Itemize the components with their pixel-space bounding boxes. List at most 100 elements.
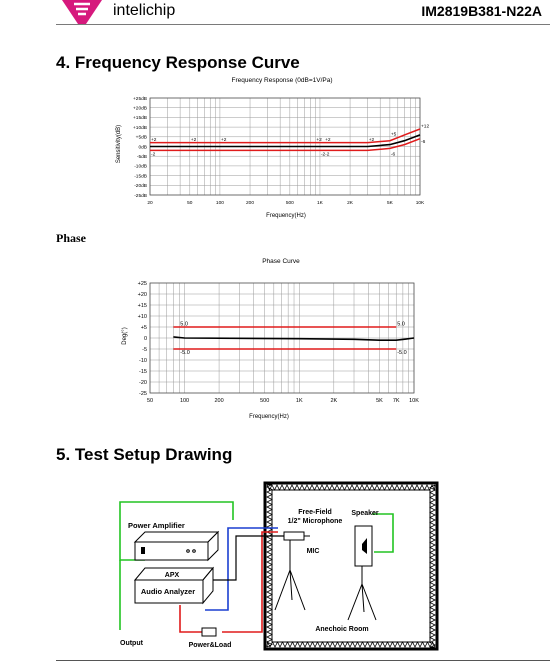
anechoic-room [263, 481, 439, 651]
x-axis-label: Frequency(Hz) [266, 213, 306, 219]
x-tick-label: 5K [387, 200, 394, 206]
y-tick-labels: +25+20+15+10+50-5-10-15-20-25 [138, 281, 147, 397]
x-tick-label: 100 [180, 398, 189, 404]
frequency-response-chart: Frequency Response (0dB=1V/Pa) +2+2+2+2+… [116, 77, 429, 219]
y-tick-label: +15dB [133, 115, 147, 121]
y-tick-label: +5 [141, 325, 147, 331]
series-line-2 [150, 134, 421, 148]
connection-wires [119, 501, 394, 633]
y-tick-label: +5dB [136, 135, 147, 141]
series-line-2 [173, 336, 415, 341]
y-tick-label: -15 [139, 369, 147, 375]
document-number: IM2819B381-N22A [421, 3, 542, 19]
output-label: Output [120, 640, 144, 647]
x-tick-label: 200 [214, 398, 223, 404]
x-tick-label: 2K [347, 200, 354, 206]
y-tick-label: +10dB [133, 125, 147, 131]
y-tick-label: 0 [144, 336, 147, 342]
y-axis-label: Deg(°) [122, 327, 128, 344]
black-wire-mic [202, 535, 285, 581]
x-tick-label: 7K [393, 398, 400, 404]
x-tick-label: 2K [330, 398, 337, 404]
header-divider [56, 24, 550, 25]
x-tick-label: 50 [187, 200, 193, 206]
microphone-label: 1/2" Microphone [288, 518, 343, 525]
data-annotation: +2 [151, 137, 157, 143]
x-tick-label: 1K [296, 398, 303, 404]
x-tick-label: 10K [409, 398, 419, 404]
series-line-0 [150, 128, 421, 144]
power-amplifier-label: Power Amplifier [128, 521, 185, 530]
series-line-1 [150, 137, 421, 152]
x-tick-labels: 20 50 100 200 500 1K 2K 5K 10K [147, 200, 425, 206]
x-tick-label: 200 [246, 200, 254, 206]
y-tick-label: +25dB [133, 96, 147, 102]
data-annotation: -6 [391, 151, 396, 157]
brand-logo [62, 0, 102, 24]
data-annotation: +12 [421, 124, 429, 130]
y-tick-label: -15dB [134, 173, 147, 179]
data-annotation: -2 [321, 151, 326, 157]
x-axis-label: Frequency(Hz) [249, 414, 289, 420]
chart-title: Phase Curve [262, 258, 300, 265]
data-annotation: 5.0 [180, 322, 188, 328]
brand-name: intelichip [113, 2, 176, 19]
y-tick-label: -5dB [137, 154, 147, 160]
y-tick-label: -20 [139, 380, 147, 386]
test-setup-diagram: Power Amplifier APX Audio Analyzer Outpu… [119, 481, 439, 651]
power-load-label: Power&Load [189, 642, 232, 649]
data-annotation: -6 [421, 139, 426, 145]
green-wire-output [119, 501, 234, 561]
audio-analyzer-label: Audio Analyzer [141, 587, 195, 596]
apx-audio-analyzer: APX Audio Analyzer [133, 566, 215, 605]
power-amplifier: Power Amplifier [128, 521, 220, 562]
y-tick-label: +10 [138, 314, 147, 320]
data-annotation: -5.0 [397, 350, 406, 356]
x-tick-label: 50 [147, 398, 153, 404]
chart-series [173, 326, 415, 350]
chart-series [150, 128, 421, 152]
y-tick-label: +20dB [133, 106, 147, 112]
y-tick-label: 0dB [138, 144, 147, 150]
mic-label: MIC [307, 548, 320, 555]
data-annotation: 5.0 [397, 322, 405, 328]
data-annotation: +2 [369, 137, 375, 143]
green-wire-speaker [119, 513, 394, 630]
chart-title: Frequency Response (0dB=1V/Pa) [232, 77, 333, 84]
y-tick-label: +20 [138, 292, 147, 298]
x-tick-label: 10K [416, 200, 425, 206]
x-tick-label: 5K [376, 398, 383, 404]
y-tick-label: -5 [142, 347, 147, 353]
speaker: Speaker [347, 510, 379, 621]
data-annotation: -2 [325, 151, 330, 157]
speaker-label: Speaker [351, 510, 379, 517]
x-tick-label: 20 [147, 200, 153, 206]
free-field-label: Free-Field [298, 509, 331, 516]
data-annotation: +2 [325, 137, 331, 143]
apx-label: APX [165, 572, 180, 579]
phase-heading: Phase [56, 231, 86, 245]
x-tick-label: 500 [286, 200, 294, 206]
data-annotation: -2 [151, 151, 156, 157]
y-tick-label: -20dB [134, 183, 147, 189]
x-tick-label: 500 [260, 398, 269, 404]
chart-annotations: +2+2+2+2+2+2+5+12-2-2-2-6-6 [151, 124, 429, 158]
data-annotation: +2 [191, 137, 197, 143]
data-annotation: +2 [221, 137, 227, 143]
data-annotation: +2 [316, 137, 322, 143]
x-tick-label: 1K [317, 200, 324, 206]
anechoic-room-label: Anechoic Room [315, 626, 368, 633]
data-annotation: +5 [391, 131, 397, 137]
y-tick-label: -10dB [134, 164, 147, 170]
section-heading-frequency-response: 4. Frequency Response Curve [56, 53, 300, 72]
red-wire-power [179, 531, 278, 633]
power-load-block [201, 627, 217, 637]
y-tick-label: -25 [139, 391, 147, 397]
y-tick-label: -25dB [134, 193, 147, 199]
blue-wire-mic [205, 527, 278, 611]
y-tick-label: +15 [138, 303, 147, 309]
x-tick-label: 100 [216, 200, 224, 206]
section-heading-test-setup: 5. Test Setup Drawing [56, 445, 233, 464]
